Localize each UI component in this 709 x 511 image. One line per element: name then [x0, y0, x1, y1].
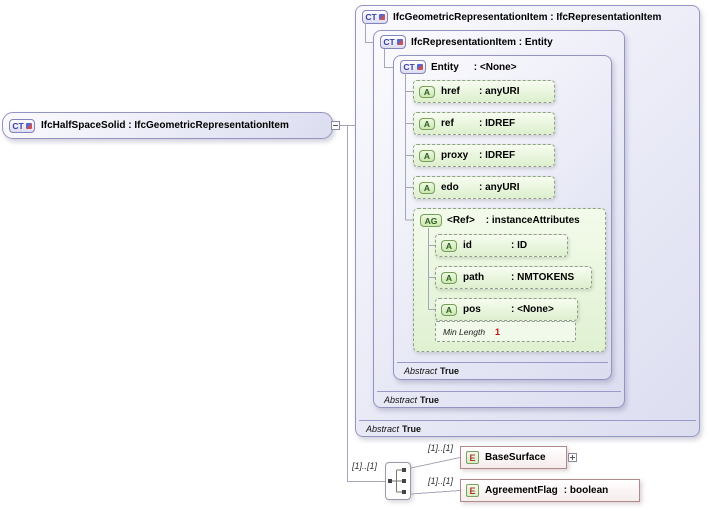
type-title-row: CT IfcRepresentationItem : Entity: [374, 31, 624, 53]
ct-chip-icon: [378, 14, 385, 20]
attribute-icon: A: [419, 117, 435, 130]
abstract-value: True: [420, 394, 440, 405]
abstract-property-row: Abstract True: [359, 420, 696, 436]
type-title: IfcHalfSpaceSolid : IfcGeometricRepresen…: [41, 120, 289, 131]
attribute-icon: A: [441, 303, 457, 316]
attribute-name: href: [441, 86, 460, 97]
ct-chip-icon: [25, 122, 32, 129]
element-name: AgreementFlag: [485, 485, 558, 496]
attribute-group-title-row: AG <Ref> : instanceAttributes: [414, 209, 605, 227]
attribute-type: : ID: [511, 240, 528, 251]
attribute-name: edo: [441, 182, 459, 193]
type-title: IfcRepresentationItem : Entity: [411, 36, 553, 48]
attribute-row-edo[interactable]: A edo : anyURI: [413, 176, 555, 199]
expand-handle[interactable]: [568, 453, 577, 462]
type-title: IfcGeometricRepresentationItem : IfcRepr…: [393, 11, 662, 23]
attribute-name: ref: [441, 118, 454, 129]
attribute-row-ref[interactable]: A ref : IDREF: [413, 112, 555, 135]
element-icon: E: [466, 484, 479, 497]
attribute-icon: A: [419, 149, 435, 162]
attribute-icon: A: [419, 85, 435, 98]
attribute-type: : anyURI: [479, 182, 520, 193]
type-base: : <None>: [473, 61, 517, 73]
expand-handle[interactable]: [331, 121, 340, 130]
abstract-label: Abstract: [384, 394, 418, 405]
attribute-icon: A: [441, 271, 457, 284]
ct-chip-icon: [416, 64, 423, 70]
abstract-label: Abstract: [366, 423, 400, 434]
sequence-compositor-icon[interactable]: [385, 462, 411, 500]
cardinality-label: [1]..[1]: [352, 461, 378, 471]
attribute-name: proxy: [441, 150, 469, 161]
complex-type-icon: CT: [362, 10, 388, 24]
sequence-glyph: [388, 468, 406, 494]
element-box-agreementflag[interactable]: E AgreementFlag : boolean: [460, 479, 640, 502]
attribute-row-pos[interactable]: A pos : <None>: [435, 298, 578, 321]
attribute-row-id[interactable]: A id : ID: [435, 234, 568, 257]
element-box-basesurface[interactable]: E BaseSurface: [460, 446, 567, 469]
complex-type-icon: CT: [400, 60, 426, 74]
attribute-row-proxy[interactable]: A proxy : IDREF: [413, 144, 555, 167]
attribute-row-path[interactable]: A path : NMTOKENS: [435, 266, 592, 289]
abstract-value: True: [402, 423, 422, 434]
attribute-type: : IDREF: [479, 118, 516, 129]
attribute-icon: A: [419, 181, 435, 194]
type-name: Entity: [431, 61, 459, 73]
attribute-name: path: [463, 272, 485, 283]
facet-value: 1: [495, 326, 501, 337]
ct-icon-label: CT: [403, 62, 415, 72]
facet-min-length: Min Length 1: [435, 321, 576, 342]
type-box-ifchalfspacesolid[interactable]: CT IfcHalfSpaceSolid : IfcGeometricRepre…: [2, 112, 333, 139]
facet-label: Min Length: [443, 326, 486, 337]
attribute-group-type: : instanceAttributes: [485, 215, 580, 226]
ct-icon-label: CT: [12, 120, 24, 131]
attribute-group-icon: AG: [420, 214, 442, 227]
attribute-icon: A: [441, 239, 457, 252]
ct-icon-label: CT: [383, 37, 395, 47]
ct-chip-icon: [396, 39, 403, 45]
type-title-row: CT IfcGeometricRepresentationItem : IfcR…: [356, 6, 699, 28]
element-icon: E: [466, 451, 479, 464]
element-name: BaseSurface: [485, 452, 546, 463]
attribute-type: : NMTOKENS: [511, 272, 575, 283]
attribute-name: pos: [463, 304, 481, 315]
element-type: : boolean: [563, 485, 609, 496]
complex-type-icon: CT: [380, 35, 406, 49]
abstract-property-row: Abstract True: [377, 391, 621, 407]
cardinality-label: [1]..[1]: [428, 443, 454, 453]
complex-type-icon: CT: [9, 118, 35, 133]
abstract-property-row: Abstract True: [397, 362, 608, 378]
attribute-type: : IDREF: [479, 150, 516, 161]
abstract-label: Abstract: [404, 365, 438, 376]
attribute-name: id: [463, 240, 472, 251]
attribute-type: : anyURI: [479, 86, 520, 97]
attribute-type: : <None>: [511, 304, 554, 315]
attribute-row-href[interactable]: A href : anyURI: [413, 80, 555, 103]
abstract-value: True: [440, 365, 460, 376]
ct-icon-label: CT: [365, 12, 377, 22]
type-title-row: CT Entity : <None>: [394, 56, 611, 78]
attribute-group-name: <Ref>: [447, 215, 475, 226]
cardinality-label: [1]..[1]: [428, 476, 454, 486]
